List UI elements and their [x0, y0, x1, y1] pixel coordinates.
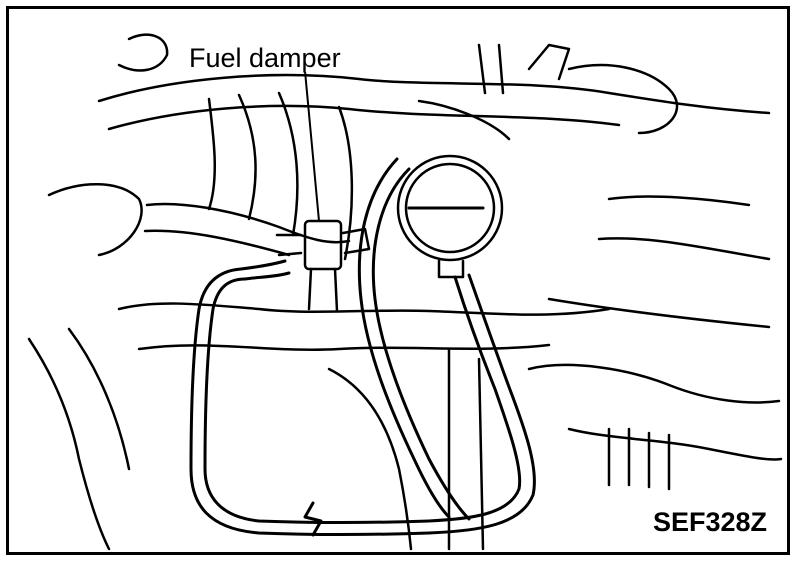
- intake-manifold: [97, 43, 771, 261]
- fuel-damper-leader: [304, 70, 320, 222]
- gauge-hose: [189, 259, 536, 537]
- diagram-frame: Fuel damper SEF328Z: [6, 6, 790, 555]
- fuel-damper-callout: Fuel damper: [187, 43, 343, 73]
- engine-bay-illustration: [27, 33, 783, 551]
- engine-components: [27, 33, 783, 551]
- fuel-damper-body: [275, 219, 371, 313]
- return-hose: [357, 157, 471, 521]
- figure-id: SEF328Z: [652, 507, 767, 537]
- pressure-gauge: [396, 154, 504, 279]
